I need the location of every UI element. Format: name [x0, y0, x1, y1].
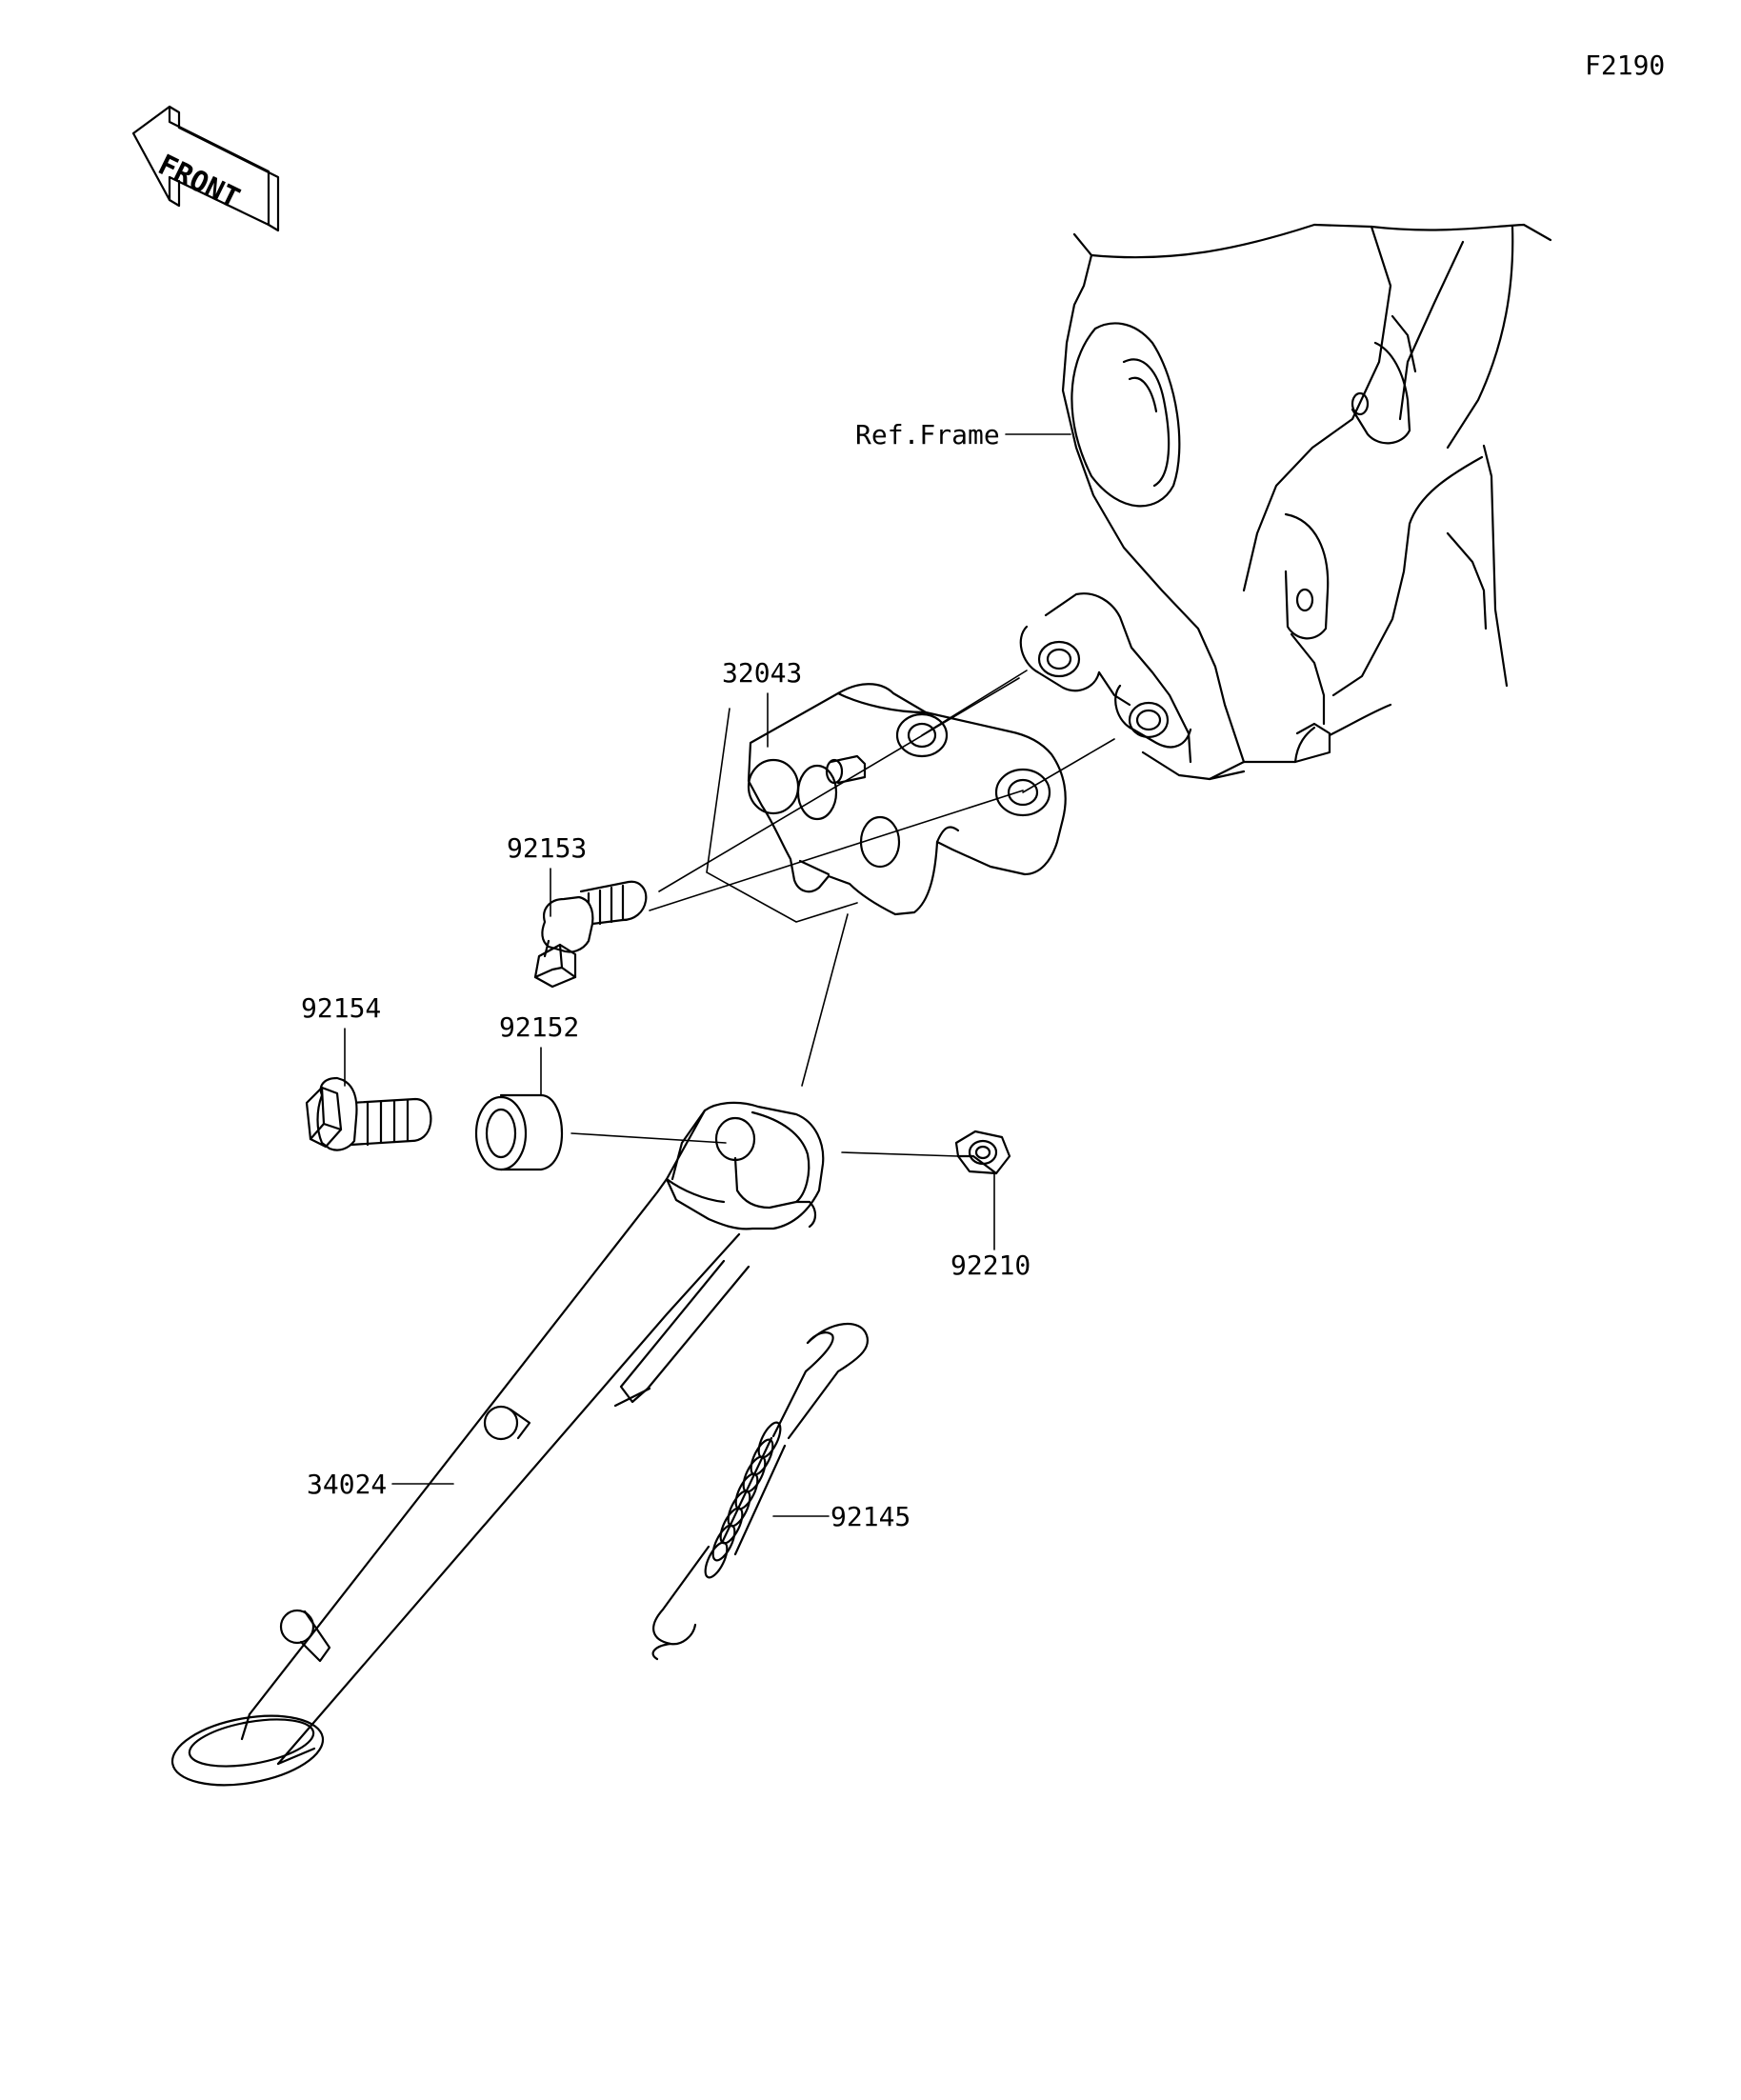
bolt-92153 [533, 677, 1024, 989]
bolt-upper-label: 92153 [507, 832, 587, 864]
spring-coils-icon [704, 1421, 782, 1579]
nut-label: 92210 [951, 1250, 1031, 1281]
side-stand-34024 [170, 913, 849, 1787]
bolt-92154 [305, 1076, 432, 1151]
spring-92145 [651, 1323, 870, 1661]
nut-92210 [841, 1130, 1011, 1175]
frame-reference [1019, 223, 1552, 781]
collar-label: 92152 [499, 1011, 579, 1043]
bolt-pivot-label: 92154 [301, 992, 381, 1024]
front-arrow-icon: FRONT [131, 105, 280, 232]
figure-code: F2190 [1585, 50, 1665, 81]
collar-92152 [474, 1093, 564, 1171]
side-stand-label: 34024 [307, 1469, 387, 1500]
bracket-32043 [706, 670, 1115, 923]
ref-frame-label: Ref.Frame [855, 419, 1000, 450]
spring-label: 92145 [830, 1501, 911, 1532]
bracket-label: 32043 [722, 657, 802, 689]
